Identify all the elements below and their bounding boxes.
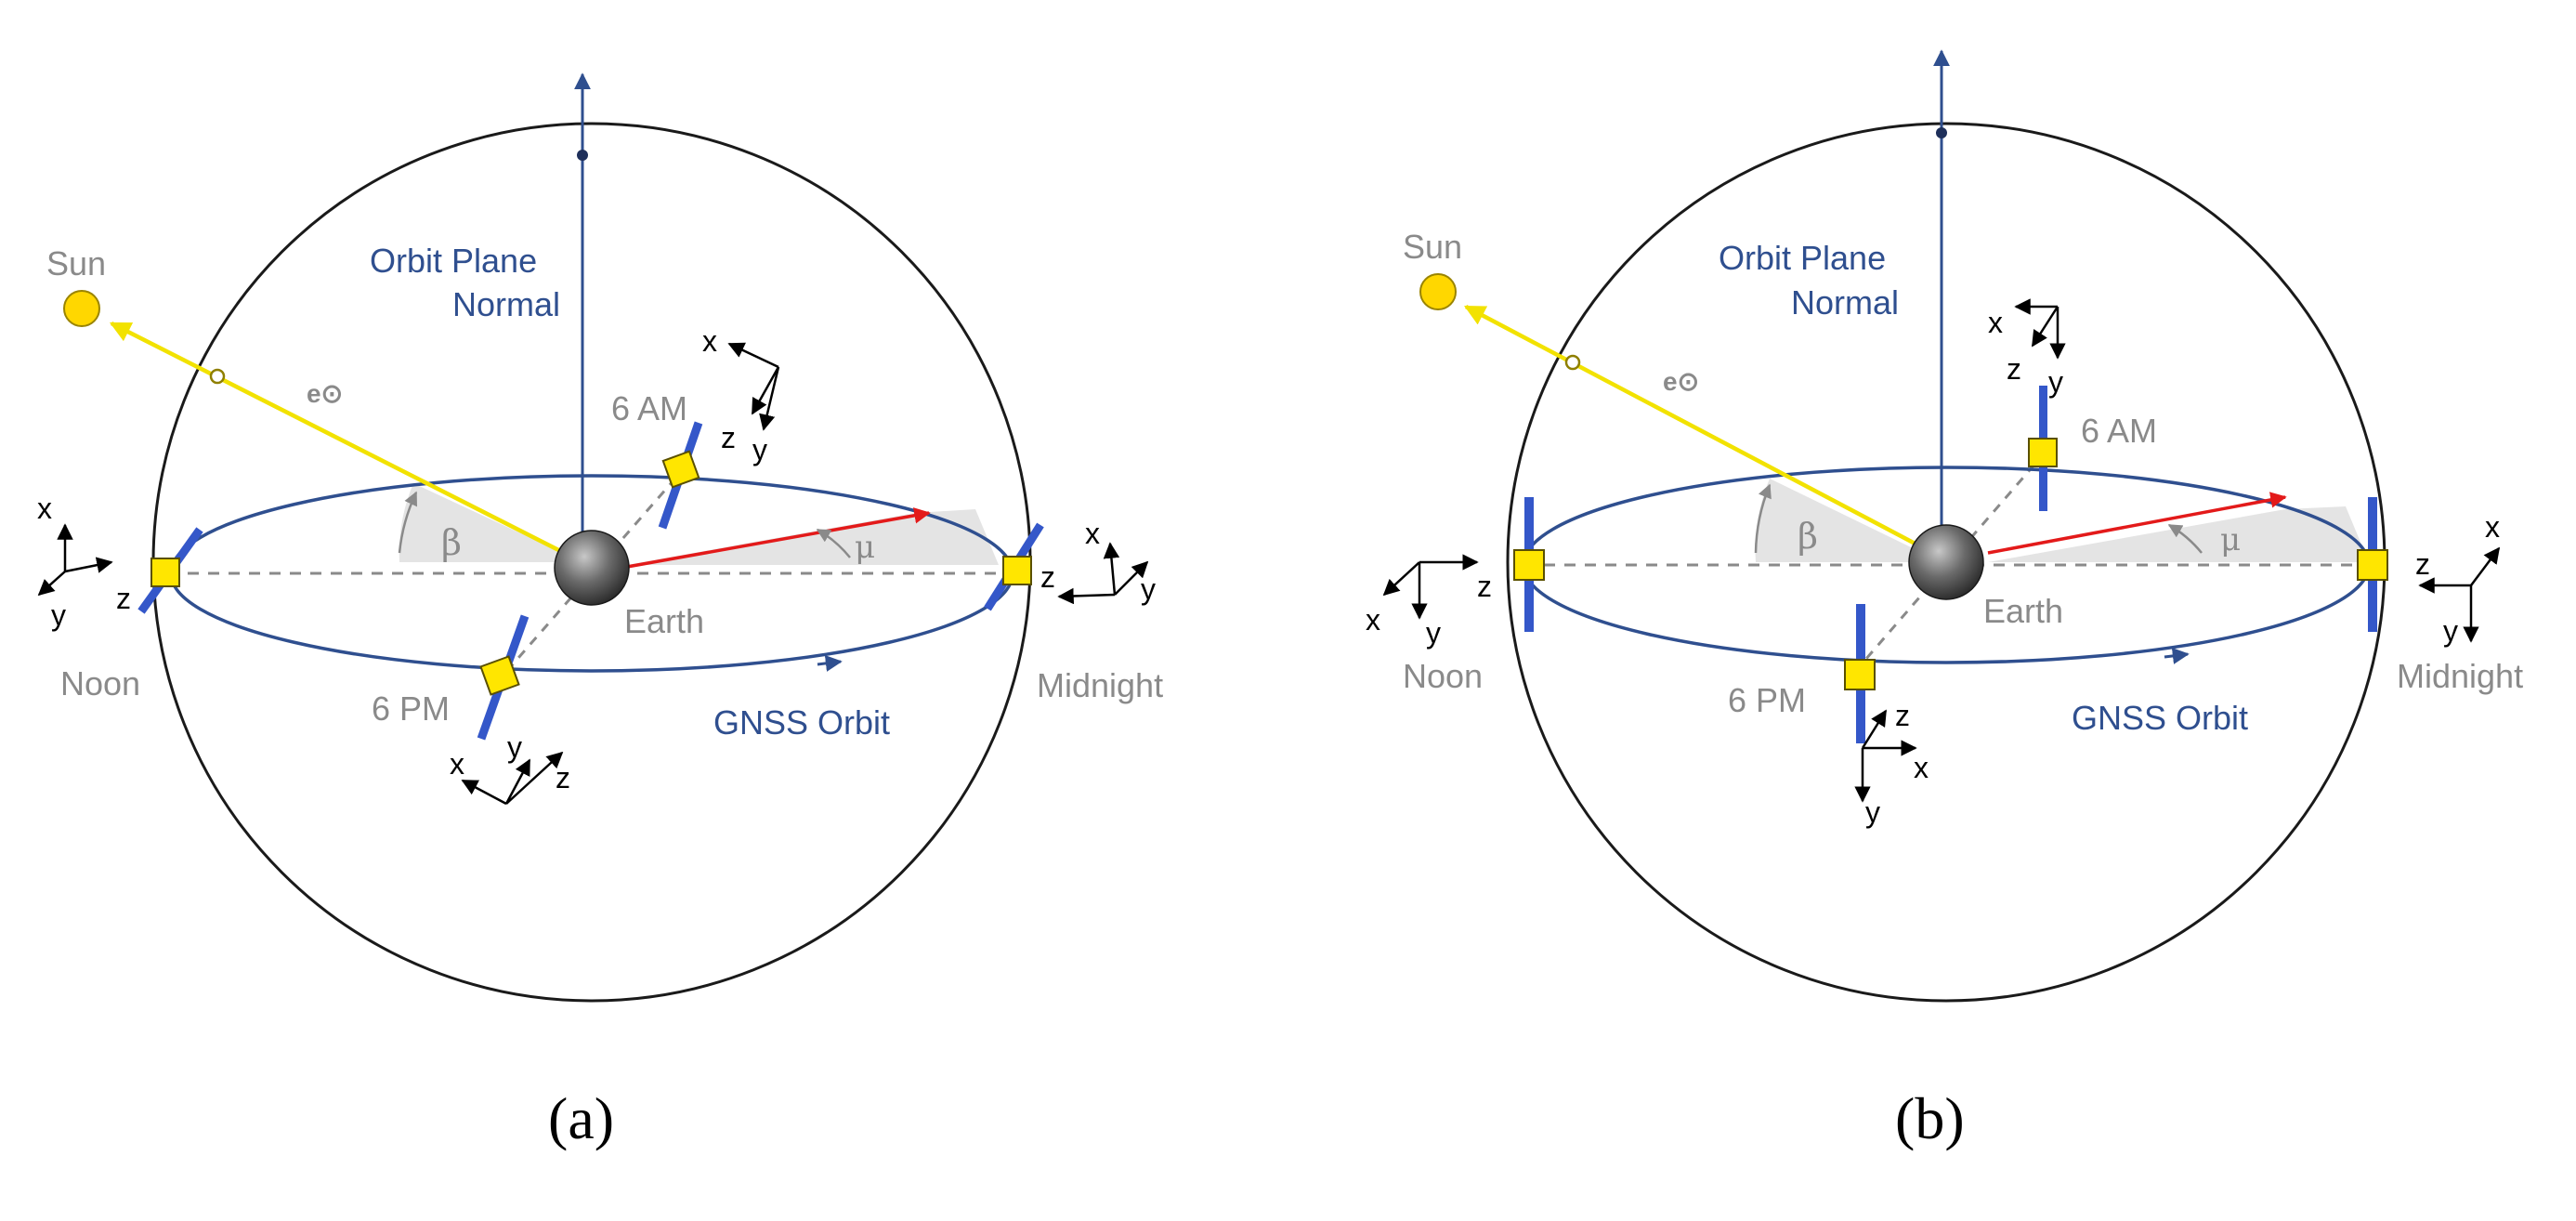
axis-z-label: z	[556, 761, 570, 794]
axis-x-label: x	[1988, 306, 2003, 339]
earth-icon	[554, 530, 630, 606]
axis-y-label: y	[1426, 616, 1441, 650]
satellite-icon	[477, 614, 530, 741]
axis-y-label: y	[1141, 572, 1156, 606]
satellite-icon	[658, 421, 703, 530]
earth-label: Earth	[1983, 592, 2063, 630]
axis-y-label: y	[1865, 795, 1880, 829]
axis-z-label: z	[2415, 547, 2430, 581]
noon-label: Noon	[60, 664, 140, 702]
earth-label: Earth	[624, 602, 704, 640]
panel-a: x y z x y z x y z x y z Su	[37, 72, 1163, 1151]
axes-noon: x y z	[1366, 554, 1492, 650]
axis-z-label: z	[116, 582, 131, 615]
sun-label: Sun	[1403, 228, 1462, 266]
sun-icon	[1419, 273, 1457, 310]
panel-b: x y z x y z x y z x y z Su	[1366, 49, 2523, 1151]
beta-angle-arc	[398, 491, 418, 554]
orbit-normal-pole	[1936, 127, 1947, 138]
sun-vector-point	[209, 368, 226, 385]
mu-angle-arc	[2167, 523, 2203, 554]
sun-vector	[109, 321, 584, 565]
mu-label: μ	[2220, 521, 2241, 558]
beta-wedge	[399, 483, 582, 562]
six-pm-label: 6 PM	[372, 689, 450, 728]
axis-x-label: x	[702, 324, 717, 358]
axis-x-label: x	[450, 747, 464, 781]
orbit-normal-label-line1: Orbit Plane	[1719, 239, 1886, 277]
six-am-label: 6 AM	[611, 389, 687, 427]
orbit-normal-label-line2: Normal	[452, 285, 560, 323]
axis-x-label: x	[2485, 510, 2500, 544]
axis-x-label: x	[37, 492, 52, 525]
mu-angle-arc	[816, 528, 851, 558]
axis-y-label: y	[2048, 365, 2063, 399]
beta-wedge	[1755, 479, 1942, 562]
panel-caption: (a)	[548, 1085, 614, 1151]
noon-label: Noon	[1403, 657, 1483, 695]
sun-vector-label: e⊙	[307, 379, 343, 408]
orbit-normal-pole	[577, 150, 588, 161]
sun-vector-point	[1564, 354, 1581, 371]
satellite-direction-vector	[1987, 492, 2287, 555]
axis-z-label: z	[2007, 352, 2021, 386]
six-pm-label: 6 PM	[1728, 681, 1806, 719]
beta-angle-arc	[1754, 483, 1772, 554]
satellite-icon	[984, 522, 1044, 611]
axes-6pm: x y z	[1854, 699, 1929, 829]
midnight-label: Midnight	[1037, 666, 1163, 704]
axes-midnight: x y z	[1040, 517, 1156, 606]
orbit-direction-arrow	[817, 654, 843, 672]
axis-z-label: z	[1040, 560, 1055, 594]
orbit-normal-label-line1: Orbit Plane	[370, 242, 537, 280]
satellite-icon	[2028, 386, 2058, 511]
sun-icon	[63, 290, 100, 327]
axis-z-label: z	[1477, 570, 1492, 603]
axis-x-label: x	[1085, 517, 1100, 550]
satellite-direction-vector	[626, 507, 931, 569]
orbit-label: GNSS Orbit	[713, 703, 890, 742]
satellite-icon	[137, 527, 203, 614]
midnight-label: Midnight	[2397, 657, 2523, 695]
axis-z-label: z	[1895, 699, 1910, 732]
axis-y-label: y	[2443, 614, 2458, 648]
beta-label: β	[1798, 516, 1818, 557]
satellite-icon	[1844, 604, 1876, 743]
axes-noon: x y z	[37, 492, 131, 632]
panel-caption: (b)	[1895, 1085, 1965, 1151]
satellite-icon	[1513, 497, 1545, 632]
axis-x-label: x	[1914, 751, 1929, 784]
sun-vector-label: e⊙	[1663, 367, 1699, 396]
orbit-direction-arrow	[2164, 647, 2190, 664]
axes-midnight: x y z	[2415, 510, 2501, 648]
axis-y-label: y	[51, 598, 66, 632]
axes-6am: x y z	[1988, 298, 2066, 399]
axis-x-label: x	[1366, 603, 1380, 637]
sun-vector	[1464, 305, 1943, 559]
axis-z-label: z	[721, 421, 736, 454]
sun-label: Sun	[46, 244, 106, 282]
orbit-label: GNSS Orbit	[2072, 699, 2248, 737]
axes-6am: x y z	[702, 324, 780, 466]
satellite-icon	[2357, 497, 2388, 632]
axis-y-label: y	[507, 730, 522, 764]
six-am-label: 6 AM	[2081, 412, 2157, 450]
am-pm-line	[1851, 464, 2036, 675]
beta-label: β	[441, 522, 462, 563]
axes-6pm: x y z	[450, 730, 570, 806]
mu-label: μ	[855, 529, 875, 566]
axis-y-label: y	[752, 433, 767, 466]
earth-icon	[1908, 524, 1984, 600]
orbit-normal-label-line2: Normal	[1791, 283, 1899, 322]
